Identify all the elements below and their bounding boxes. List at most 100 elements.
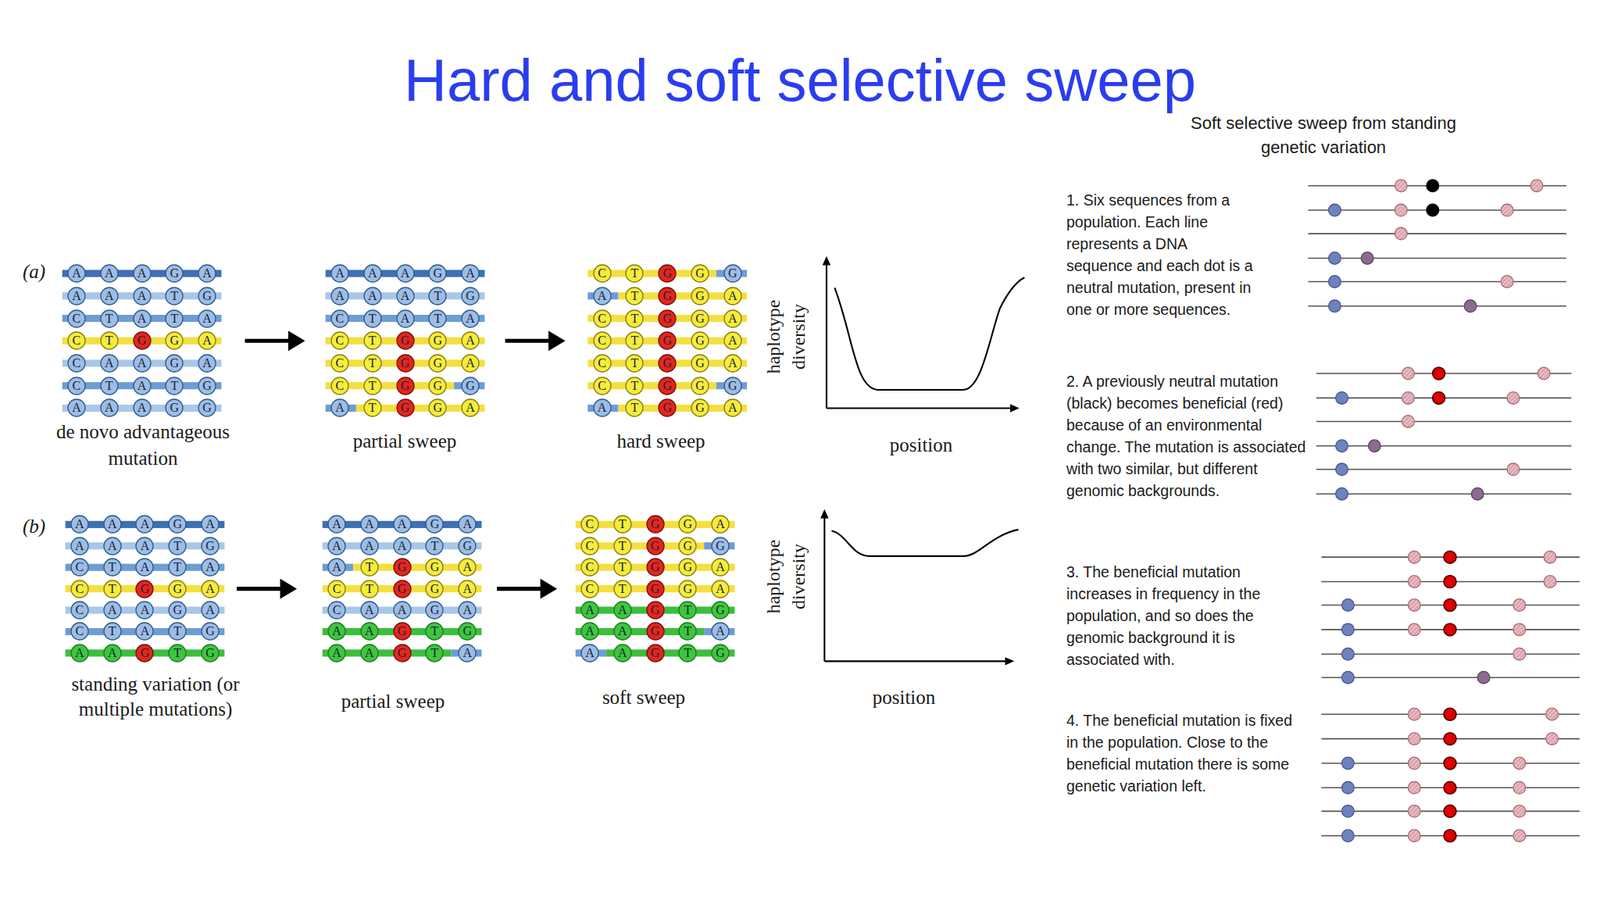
nucleotide-letter: T xyxy=(103,579,122,599)
nucleotide-circle: G xyxy=(678,579,697,599)
nucleotide-letter: T xyxy=(425,643,444,663)
nucleotide-letter: C xyxy=(327,600,347,620)
nucleotide-circle: A xyxy=(330,286,350,306)
nucleotide-letter: A xyxy=(67,264,86,283)
nucleotide-circle: C xyxy=(592,264,612,283)
nucleotide-circle: C xyxy=(67,353,86,373)
nucleotide-circle: G xyxy=(646,643,665,663)
nucleotide-letter: T xyxy=(363,376,383,396)
nucleotide-letter: A xyxy=(70,514,90,534)
nucleotide-letter: G xyxy=(425,557,444,577)
nucleotide-circle: G xyxy=(690,286,710,306)
nucleotide-circle: G xyxy=(690,398,710,418)
nucleotide-letter: A xyxy=(103,514,122,534)
nucleotide-circle: A xyxy=(613,621,633,641)
nucleotide-letter: T xyxy=(363,331,383,350)
nucleotide-circle: T xyxy=(164,376,184,396)
nucleotide-circle: T xyxy=(425,536,444,556)
nucleotide-letter: C xyxy=(330,353,350,373)
nucleotide-letter: A xyxy=(135,557,154,577)
nucleotide-circle: A xyxy=(723,353,743,373)
nucleotide-letter: A xyxy=(360,643,379,663)
nucleotide-circle: G xyxy=(197,286,217,306)
nucleotide-letter: T xyxy=(100,376,119,396)
nucleotide-letter: G xyxy=(457,536,477,556)
nucleotide-letter: G xyxy=(428,353,447,373)
nucleotide-circle: A xyxy=(710,514,730,534)
nucleotide-letter: G xyxy=(690,353,710,373)
nucleotide-letter: A xyxy=(132,398,152,418)
sequence-bars xyxy=(322,521,483,658)
title: Hard and soft selective sweep xyxy=(0,45,1600,116)
nucleotide-letter: G xyxy=(197,376,217,396)
nucleotide-letter: T xyxy=(100,331,119,350)
nucleotide-letter: G xyxy=(396,353,415,373)
nucleotide-circle: A xyxy=(200,600,220,620)
nucleotide-letter: A xyxy=(100,398,119,418)
nucleotide-letter: G xyxy=(657,398,677,418)
nucleotide-letter: A xyxy=(67,286,86,306)
nucleotide-circle: T xyxy=(428,309,447,329)
sequence-bars xyxy=(575,521,736,658)
nucleotide-circle: G xyxy=(396,376,415,396)
nucleotide-letter: G xyxy=(657,353,677,373)
nucleotide-letter: C xyxy=(67,331,86,350)
diversity-chart xyxy=(820,509,1018,666)
nucleotide-letter: C xyxy=(580,536,600,556)
nucleotide-circle: A xyxy=(363,286,383,306)
nucleotide-circle: G xyxy=(657,376,677,396)
nucleotide-letter: A xyxy=(723,331,743,350)
nucleotide-letter: A xyxy=(67,398,86,418)
nucleotide-letter: T xyxy=(167,621,187,641)
stage-caption: de novo advantageous mutation xyxy=(29,418,257,472)
nucleotide-letter: T xyxy=(678,643,697,663)
nucleotide-letter: C xyxy=(580,579,600,599)
nucleotide-circle: A xyxy=(103,643,122,663)
nucleotide-letter: A xyxy=(396,309,415,329)
nucleotide-circle: A xyxy=(327,514,347,534)
panel-label: (a) xyxy=(22,260,70,284)
nucleotide-letter: G xyxy=(428,398,447,418)
nucleotide-circle: A xyxy=(132,264,152,283)
nucleotide-letter: A xyxy=(200,557,220,577)
nucleotide-letter: C xyxy=(592,309,612,329)
nucleotide-letter: G xyxy=(678,514,697,534)
nucleotide-circle: G xyxy=(646,536,665,556)
nucleotide-circle: G xyxy=(460,286,480,306)
nucleotide-circle: A xyxy=(457,557,477,577)
nucleotide-letter: T xyxy=(425,621,444,641)
nucleotide-circle: G xyxy=(425,514,444,534)
nucleotide-circle: A xyxy=(100,353,119,373)
nucleotide-circle: T xyxy=(613,514,633,534)
nucleotide-circle: G xyxy=(135,579,154,599)
nucleotide-circle: A xyxy=(613,643,633,663)
nucleotide-letter: G xyxy=(164,353,184,373)
nucleotide-circle: C xyxy=(327,579,347,599)
nucleotide-letter: T xyxy=(625,331,644,350)
nucleotide-circle: G xyxy=(690,264,710,283)
nucleotide-circle: G xyxy=(646,514,665,534)
nucleotide-letter: A xyxy=(103,643,122,663)
nucleotide-letter: G xyxy=(164,264,184,283)
nucleotide-circle: G xyxy=(457,536,477,556)
nucleotide-circle: A xyxy=(460,264,480,283)
nucleotide-circle: C xyxy=(580,536,600,556)
sequence-lines xyxy=(1321,550,1579,684)
nucleotide-letter: C xyxy=(330,331,350,350)
nucleotide-letter: A xyxy=(135,621,154,641)
nucleotide-circle: G xyxy=(164,398,184,418)
nucleotide-circle: C xyxy=(592,331,612,350)
nucleotide-circle: A xyxy=(580,621,600,641)
nucleotide-circle: T xyxy=(363,309,383,329)
nucleotide-circle: G xyxy=(132,331,152,350)
nucleotide-circle: A xyxy=(396,309,415,329)
nucleotide-letter: A xyxy=(392,514,412,534)
nucleotide-circle: A xyxy=(363,264,383,283)
nucleotide-letter: G xyxy=(710,643,730,663)
nucleotide-letter: G xyxy=(657,376,677,396)
nucleotide-letter: G xyxy=(460,286,480,306)
stage-caption: soft sweep xyxy=(542,684,746,711)
nucleotide-letter: G xyxy=(657,264,677,283)
